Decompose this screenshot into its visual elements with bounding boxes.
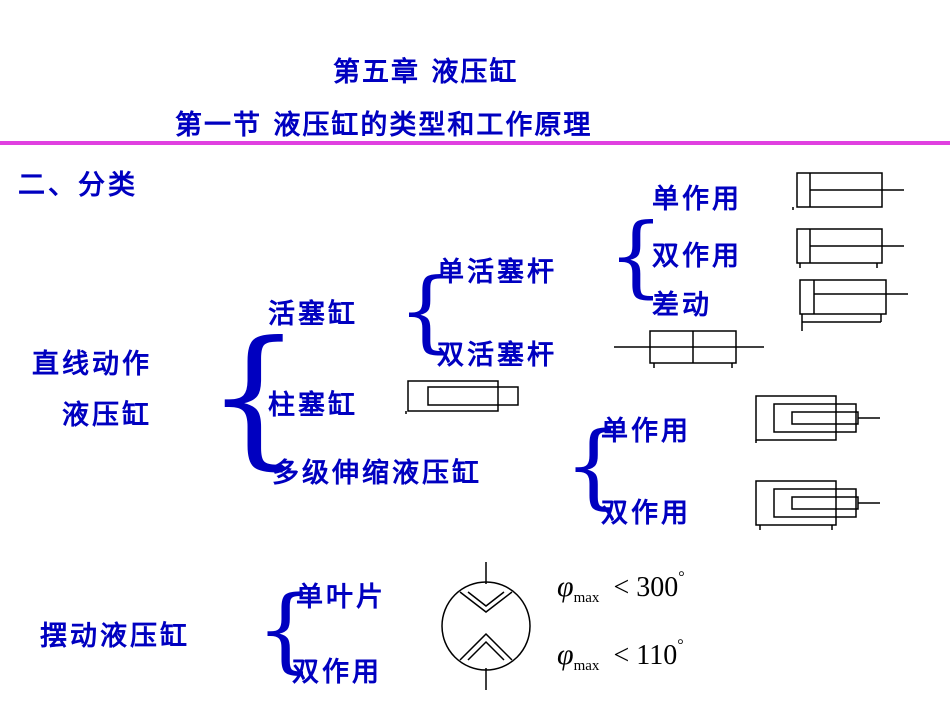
swing-cylinder-label: 摆动液压缸: [40, 621, 190, 652]
max-subscript: max: [573, 590, 600, 606]
less-than-sign: <: [613, 640, 630, 671]
section-title: 第一节 液压缸的类型和工作原理: [175, 110, 593, 141]
plunger-cylinder-label: 柱塞缸: [268, 390, 358, 421]
tele-double-label: 双作用: [601, 498, 691, 529]
header-divider: [0, 141, 950, 145]
phi-symbol: φ: [557, 570, 574, 603]
double-acting-label: 双作用: [652, 241, 742, 272]
linear-label-line1: 直线动作: [32, 349, 152, 380]
telescopic-double-acting-icon: [755, 480, 880, 530]
tele-single-label: 单作用: [601, 416, 691, 447]
piston-cylinder-label: 活塞缸: [268, 299, 358, 330]
differential-cylinder-icon: [799, 279, 908, 331]
angle-value: 110: [636, 640, 678, 671]
telescopic-single-acting-icon: [755, 395, 880, 443]
single-rod-brace: {: [608, 204, 664, 307]
telescopic-cylinder-label: 多级伸缩液压缸: [272, 458, 482, 489]
double-vane-label: 双作用: [292, 657, 382, 688]
degree-sign: °: [677, 637, 684, 654]
single-acting-label: 单作用: [652, 184, 742, 215]
angle-value: 300: [636, 572, 679, 603]
single-rod-label: 单活塞杆: [437, 257, 557, 288]
linear-label-line2: 液压缸: [62, 400, 152, 431]
less-than-sign: <: [613, 572, 630, 603]
single-acting-cylinder-icon: [792, 172, 904, 210]
swing-brace: {: [256, 576, 315, 683]
double-rod-cylinder-icon: [614, 330, 764, 368]
chapter-title: 第五章 液压缸: [333, 57, 519, 88]
max-subscript: max: [573, 658, 600, 674]
telescopic-brace: {: [564, 412, 623, 519]
piston-brace: {: [398, 259, 454, 362]
formula-double-vane: φmax < 110°: [557, 637, 684, 674]
plunger-cylinder-icon: [405, 380, 519, 414]
swing-vane-cylinder-icon: [441, 562, 531, 690]
differential-label: 差动: [652, 290, 712, 321]
double-rod-label: 双活塞杆: [437, 340, 557, 371]
section-heading: 二、分类: [18, 170, 138, 201]
formula-single-vane: φmax < 300°: [557, 569, 685, 606]
degree-sign: °: [678, 569, 685, 586]
linear-brace: {: [206, 310, 302, 484]
single-vane-label: 单叶片: [296, 582, 386, 613]
phi-symbol: φ: [557, 638, 574, 671]
double-acting-cylinder-icon: [796, 228, 904, 268]
